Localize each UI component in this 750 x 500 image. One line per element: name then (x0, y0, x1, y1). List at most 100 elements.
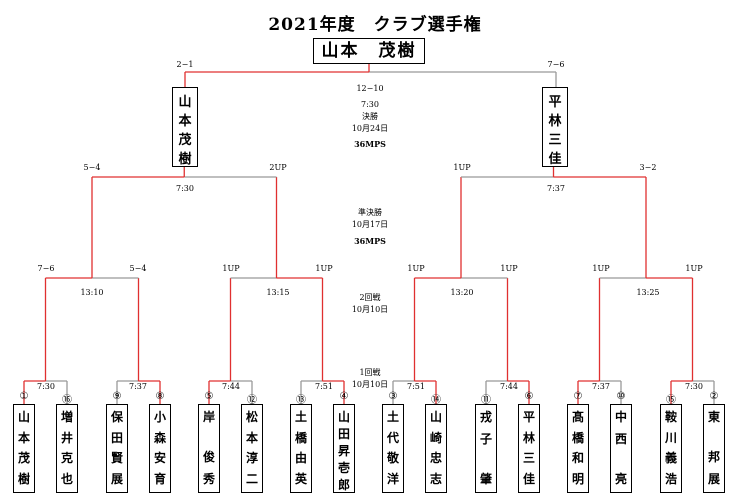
player-name-box: 松本淳二 (241, 404, 263, 493)
r1-time: 7:30 (685, 382, 703, 391)
player-name-char: 壱 (337, 461, 350, 475)
r2-score-left: 1UP (222, 264, 240, 273)
final-date: 10月24日 (351, 124, 389, 133)
champion-box: 山本 茂樹 (313, 38, 425, 64)
player-name-char: 忠 (429, 451, 442, 466)
sf-date: 10月17日 (351, 220, 389, 229)
final-left-box: 山 本 茂 樹 (172, 87, 198, 167)
player-name-char: 増 (60, 410, 73, 424)
player-name-char: 二 (245, 471, 258, 486)
sf-left-score-left: 5−4 (83, 163, 101, 172)
player-seed: ⑮ (666, 395, 676, 406)
player-name-char: 田 (110, 430, 123, 445)
player-name-char: 展 (707, 471, 720, 486)
r2-round: 2回戦 (359, 293, 381, 302)
player-name-char: 英 (294, 471, 307, 486)
player-name-char: 代 (386, 430, 399, 445)
player-name-char: 山 (429, 410, 442, 424)
final-right-char: 平 (548, 95, 562, 110)
player-name-char: 樹 (17, 471, 30, 486)
player-name-char: 茂 (17, 451, 30, 466)
player-seed: ⑫ (247, 395, 257, 406)
player-name-char: 土 (386, 410, 399, 424)
player-seed: ⑤ (204, 391, 214, 402)
player-name-char: 崎 (429, 430, 442, 445)
r2-score-right: 1UP (500, 264, 518, 273)
player-name-char: 秀 (202, 471, 215, 486)
r1-time: 7:37 (592, 382, 610, 391)
player-name-char: 育 (153, 471, 166, 486)
r1-date: 10月10日 (351, 380, 389, 389)
r2-score-right: 1UP (315, 264, 333, 273)
player-name-char: 子 (479, 431, 492, 446)
player-name-char: 也 (60, 471, 73, 486)
player-name-char: 克 (60, 451, 73, 466)
player-name-char: 亮 (614, 471, 627, 486)
player-name-box: 山本茂樹 (13, 404, 35, 493)
r2-time: 13:25 (636, 288, 660, 297)
player-name-box: 平林三佳 (518, 404, 540, 493)
player-name-char: 西 (614, 431, 627, 446)
r2-score-right: 1UP (685, 264, 703, 273)
player-seed: ③ (388, 391, 398, 402)
player-name-char: 明 (571, 471, 584, 486)
player-name-char: 鞍 (664, 410, 677, 424)
player-name-char: 本 (17, 430, 30, 445)
player-name-box: 増井克也 (56, 404, 78, 493)
sf-right-score-left: 1UP (453, 163, 471, 172)
player-name-box: 中西​亮 (610, 404, 632, 493)
player-seed: ⑯ (62, 395, 72, 406)
player-name-char: 土 (294, 410, 307, 424)
player-name-char: 橋 (571, 430, 584, 445)
final-left-score: 2−1 (176, 60, 194, 69)
r1-time: 7:30 (37, 382, 55, 391)
player-name-char: 三 (522, 451, 535, 466)
player-name-box: 土橋由英 (290, 404, 312, 493)
player-name-char: 岸 (202, 410, 215, 424)
r1-time: 7:44 (500, 382, 518, 391)
player-name-char: 森 (153, 430, 166, 445)
r2-time: 13:10 (80, 288, 104, 297)
player-name-char: 松 (245, 410, 258, 424)
player-name-char: 山 (337, 410, 350, 424)
player-name-char: 俊 (202, 450, 215, 465)
r1-round: 1回戦 (359, 368, 381, 377)
sf-left-score-right: 2UP (269, 163, 287, 172)
player-name-char: 戎 (479, 410, 492, 424)
r2-time: 13:15 (266, 288, 290, 297)
player-name-char: 昇 (337, 444, 350, 458)
final-right-score: 7−6 (547, 60, 565, 69)
player-seed: ⑦ (573, 391, 583, 402)
player-seed: ⑪ (481, 395, 491, 406)
player-seed: ⑧ (155, 391, 165, 402)
player-name-char: 井 (60, 430, 73, 445)
player-name-char: 本 (245, 430, 258, 445)
r1-time: 7:44 (222, 382, 240, 391)
player-name-char: 淳 (245, 451, 258, 466)
player-name-box: 小森安育 (149, 404, 171, 493)
player-name-char: 中 (614, 410, 627, 424)
r1-time: 7:51 (315, 382, 333, 391)
player-name-char: 田 (337, 427, 350, 441)
r2-score-left: 7−6 (37, 264, 55, 273)
final-left-char: 樹 (178, 152, 192, 167)
final-right-char: 三 (548, 133, 562, 148)
player-name-char: 安 (153, 451, 166, 466)
player-name-box: 岸​俊秀 (198, 404, 220, 493)
player-name-box: 土代敬洋 (382, 404, 404, 493)
sf-right-score-right: 3−2 (639, 163, 657, 172)
final-left-char: 山 (178, 95, 192, 110)
player-seed: ④ (339, 391, 349, 402)
r2-time: 13:20 (450, 288, 474, 297)
final-left-char: 本 (178, 114, 192, 129)
player-name-char: 佳 (522, 471, 535, 486)
final-score: 12−10 (356, 84, 384, 93)
player-name-char: 林 (522, 430, 535, 445)
player-name-box: 鞍川義浩 (660, 404, 682, 493)
r1-time: 7:37 (129, 382, 147, 391)
r2-score-left: 1UP (592, 264, 610, 273)
sf-format: 36MPS (354, 236, 386, 246)
player-name-char: 橋 (294, 430, 307, 445)
r2-date: 10月10日 (351, 305, 389, 314)
player-name-char: 髙 (571, 410, 584, 424)
